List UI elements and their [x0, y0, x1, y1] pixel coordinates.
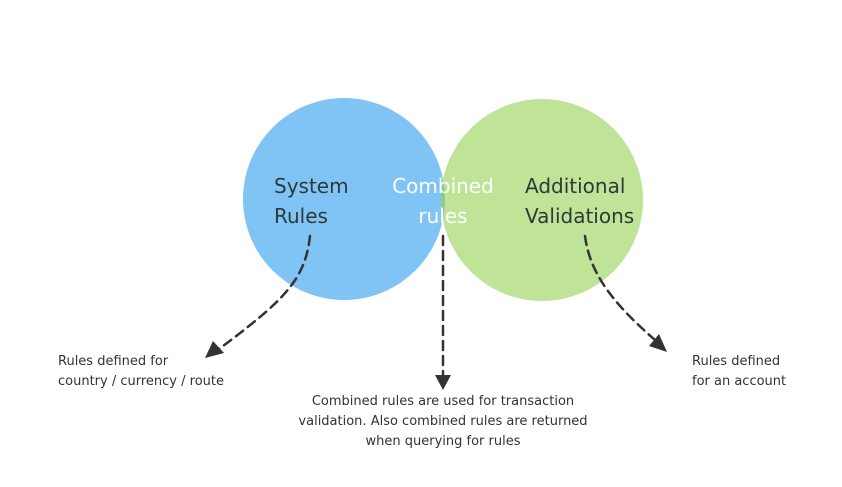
- system-rules-arrow: [213, 234, 312, 354]
- system-rules-label: System: [274, 174, 349, 198]
- system-rules-note-line1: Rules defined for: [58, 354, 169, 369]
- combined-rules-label-line1: Combined: [392, 174, 494, 198]
- additional-validations-circle: [441, 99, 643, 301]
- combined-rules-note-line3: when querying for rules: [366, 434, 521, 449]
- combined-rules-note-2: validation. Also combined rules are retu…: [298, 414, 587, 429]
- combined-rules-label-2: rules: [418, 204, 467, 228]
- system-rules-label-2: Rules: [274, 204, 328, 228]
- system-rules-circle: [243, 98, 445, 300]
- combined-rules-label-line2: rules: [418, 204, 467, 228]
- combined-rules-note: Combined rules are used for transaction: [312, 394, 574, 409]
- combined-rules-arrowhead: [435, 375, 451, 390]
- additional-validations-note-line1: Rules defined: [692, 354, 780, 369]
- additional-validations-label-line1: Additional: [525, 174, 625, 198]
- additional-validations-note: Rules defined: [692, 354, 780, 369]
- combined-rules-label: Combined: [392, 174, 494, 198]
- additional-validations-arrowhead: [649, 334, 667, 352]
- system-rules-note-2: country / currency / route: [58, 374, 224, 389]
- additional-validations-note-2: for an account: [692, 374, 786, 389]
- additional-validations-label-2: Validations: [525, 204, 634, 228]
- combined-rules-note-3: when querying for rules: [366, 434, 521, 449]
- system-rules-note-line2: country / currency / route: [58, 374, 224, 389]
- system-rules-label-line1: System: [274, 174, 349, 198]
- system-rules-arrowhead: [205, 341, 224, 358]
- combined-rules-note-line1: Combined rules are used for transaction: [312, 394, 574, 409]
- additional-validations-note-line2: for an account: [692, 374, 786, 389]
- system-rules-note: Rules defined for: [58, 354, 169, 369]
- system-rules-label-line2: Rules: [274, 204, 328, 228]
- additional-validations-label-line2: Validations: [525, 204, 634, 228]
- additional-validations-arrow: [583, 234, 657, 342]
- additional-validations-label: Additional: [525, 174, 625, 198]
- combined-rules-note-line2: validation. Also combined rules are retu…: [298, 414, 587, 429]
